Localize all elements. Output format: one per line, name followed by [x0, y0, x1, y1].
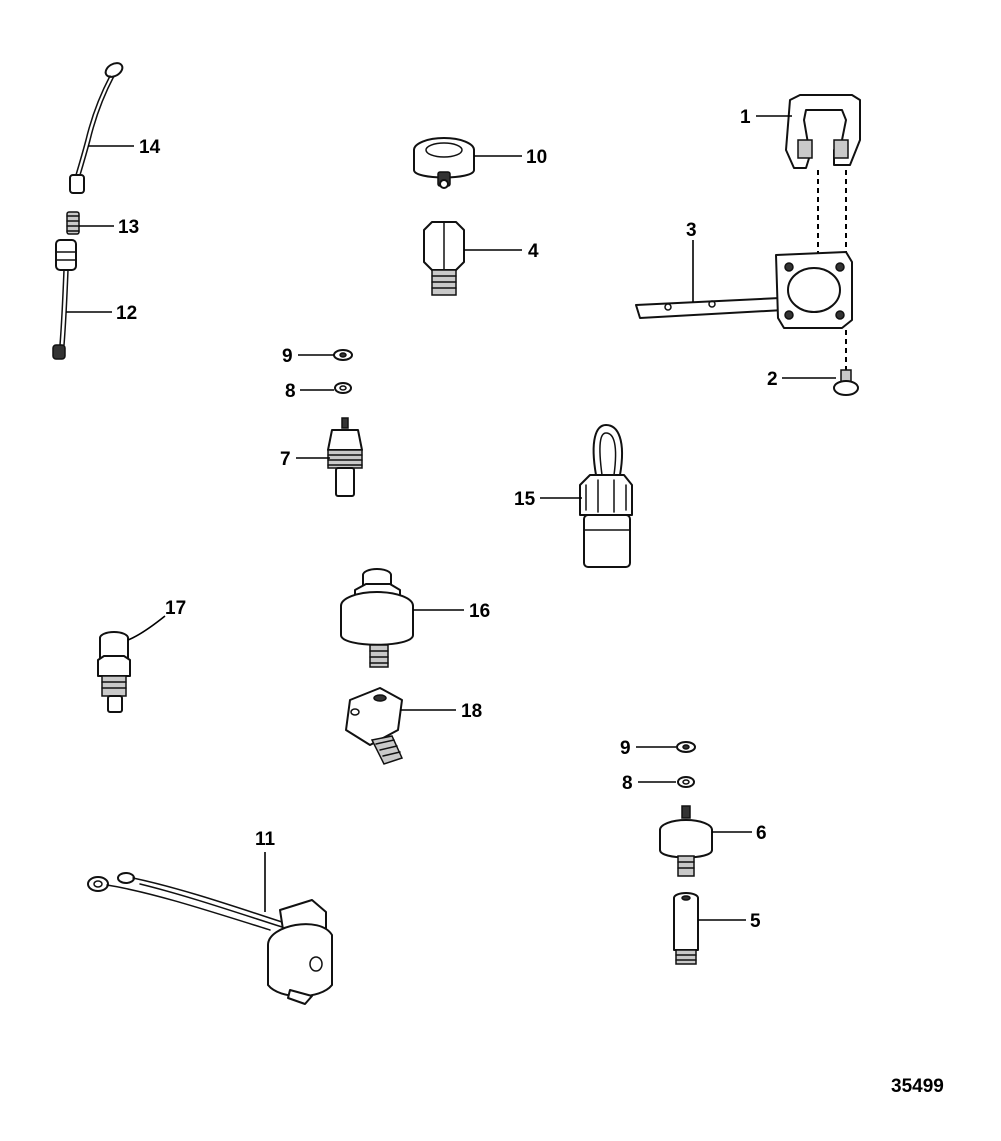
callout-3: 3 — [686, 220, 697, 241]
callout-7: 7 — [280, 449, 291, 470]
part-11-solenoid-coil — [87, 872, 333, 1005]
part-14-wire-lead-upper — [69, 62, 124, 194]
callout-5: 5 — [750, 911, 761, 932]
callout-4: 4 — [528, 241, 539, 262]
part-2-screw — [833, 369, 859, 396]
callout-17: 17 — [165, 598, 186, 619]
callout-8b: 8 — [622, 773, 633, 794]
callout-13: 13 — [118, 217, 139, 238]
callout-16: 16 — [469, 601, 490, 622]
callout-2: 2 — [767, 369, 778, 390]
part-17-sender — [97, 631, 131, 713]
part-5-extension-fitting — [673, 892, 699, 965]
callout-15: 15 — [514, 489, 536, 510]
part-9-nut-lower — [676, 741, 696, 753]
part-9-nut-upper — [333, 349, 353, 361]
leader-17 — [127, 615, 166, 641]
callout-14: 14 — [139, 137, 161, 158]
part-4-adapter-fitting — [423, 221, 465, 296]
part-8-washer-lower — [677, 776, 695, 788]
callout-11: 11 — [255, 829, 276, 850]
callout-9a: 9 — [282, 346, 293, 367]
part-12-wire-lead-lower — [52, 269, 69, 360]
figure-number: 35499 — [891, 1076, 944, 1097]
part-1-clip — [785, 94, 861, 169]
part-15-connector-plug — [579, 424, 633, 568]
callout-10: 10 — [526, 147, 547, 168]
callout-1: 1 — [740, 107, 751, 128]
callout-18: 18 — [461, 701, 482, 722]
callout-12: 12 — [116, 303, 137, 324]
callout-8a: 8 — [285, 381, 296, 402]
part-16-knock-sensor — [340, 568, 414, 668]
callout-6: 6 — [756, 823, 767, 844]
part-7-temperature-sender — [327, 417, 363, 497]
part-10-pressure-sender — [413, 137, 475, 189]
part-3-sender-bracket — [635, 251, 853, 329]
part-6-pressure-sender — [659, 805, 713, 877]
part-8-washer-upper — [334, 382, 352, 394]
leader-lines — [66, 115, 836, 921]
part-13-connector — [55, 211, 80, 271]
part-18-angle-adapter — [345, 687, 404, 765]
callout-9b: 9 — [620, 738, 631, 759]
